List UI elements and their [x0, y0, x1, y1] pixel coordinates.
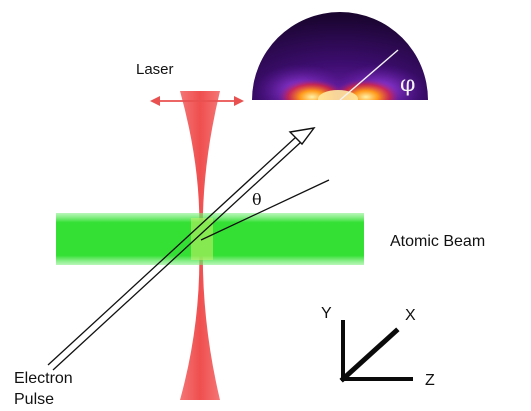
electron-pulse-label: Electron Pulse: [14, 368, 73, 410]
electron-pulse-beam: [47, 136, 302, 371]
laser-polarization-arrow: [150, 96, 244, 106]
theta-label: θ: [252, 190, 262, 209]
axis-y-label: Y: [321, 305, 332, 322]
electron-pulse-arrowhead: [288, 127, 316, 146]
angular-distribution-inset: [252, 12, 428, 100]
laser-label: Laser: [136, 61, 174, 78]
phi-label: φ: [400, 72, 416, 97]
axis-x-label: X: [405, 307, 416, 324]
electron-pulse-label-line2: Pulse: [14, 391, 55, 408]
electron-pulse-label-line1: Electron: [14, 370, 73, 387]
axis-z-label: Z: [425, 372, 435, 389]
axis-x-line: [339, 327, 400, 383]
scattered-electron-line: [200, 179, 330, 241]
phi-angle-line: [339, 49, 399, 100]
atomic-beam-label: Atomic Beam: [390, 233, 486, 250]
coordinate-axes: [339, 320, 413, 383]
